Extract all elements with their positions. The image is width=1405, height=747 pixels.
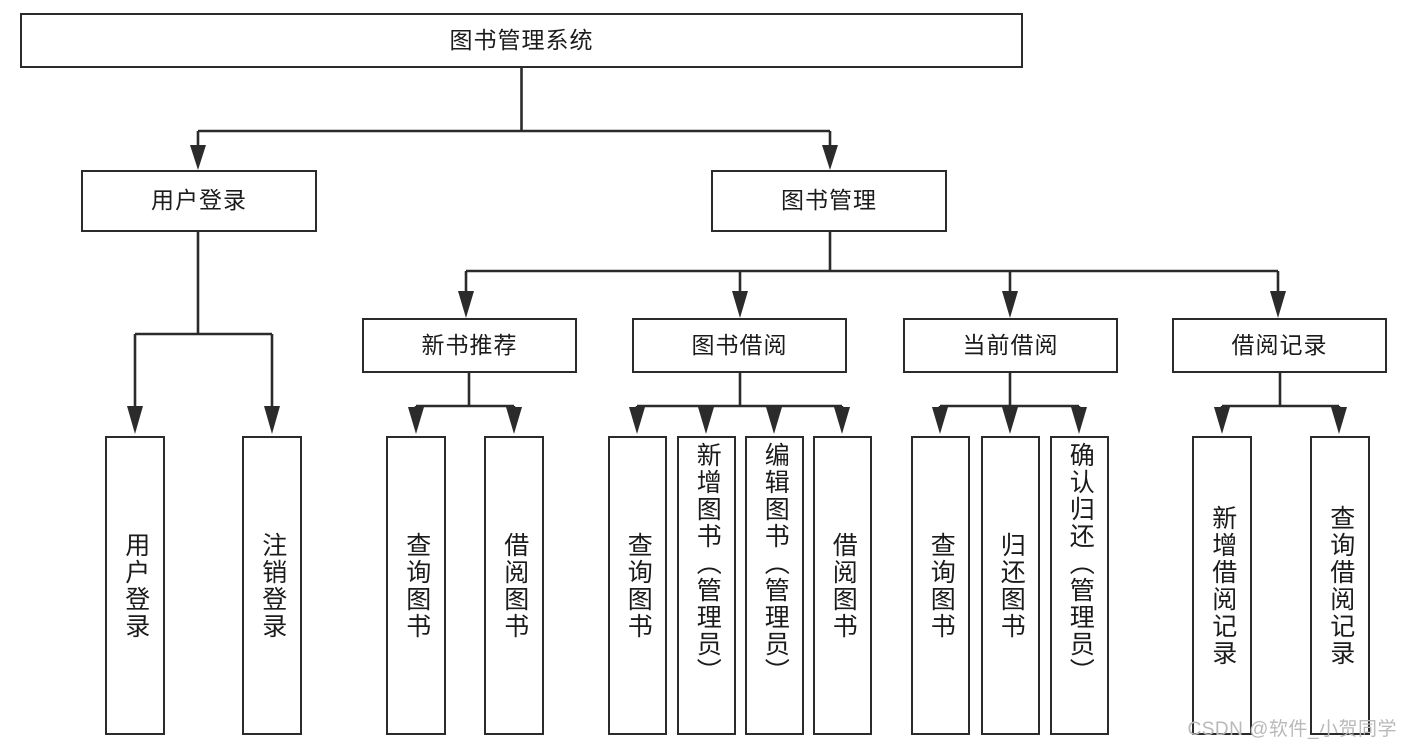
node-label: 用户登录 [151,187,247,214]
leaf-record-query-borrow-record[interactable]: 查询借阅记录 [1310,436,1370,735]
node-label: 编辑图书（管理员） [761,442,790,685]
leaf-inner: 确认归还（管理员） [1052,438,1107,737]
leaf-inner: 新增借阅记录 [1194,438,1250,733]
leaf-inner: 查询图书 [913,438,968,733]
node-book-management[interactable]: 图书管理 [711,170,947,232]
node-label: 归还图书 [997,531,1026,640]
leaf-borrow-borrow-book[interactable]: 借阅图书 [813,436,872,735]
leaf-record-add-borrow-record[interactable]: 新增借阅记录 [1192,436,1252,735]
node-label: 注销登录 [258,531,287,640]
node-label: 查询图书 [402,531,431,640]
node-label: 图书管理 [781,187,877,214]
node-user-login[interactable]: 用户登录 [81,170,317,232]
leaf-new-book-borrow-book[interactable]: 借阅图书 [484,436,544,735]
leaf-new-book-query-book[interactable]: 查询图书 [386,436,446,735]
leaf-user-login-logout[interactable]: 注销登录 [242,436,302,735]
leaf-inner: 编辑图书（管理员） [747,438,802,737]
node-label: 图书借阅 [691,331,788,358]
leaf-inner: 查询图书 [610,438,665,733]
node-label: 查询图书 [624,531,653,640]
node-label: 借阅记录 [1231,331,1328,358]
leaf-borrow-add-book-admin[interactable]: 新增图书（管理员） [677,436,736,735]
watermark-text: CSDN @软件_小贺同学 [1187,719,1397,740]
node-label: 用户登录 [121,531,150,640]
leaf-inner: 注销登录 [244,438,300,733]
leaf-inner: 用户登录 [107,438,163,733]
leaf-inner: 归还图书 [983,438,1038,733]
node-borrowing-record[interactable]: 借阅记录 [1172,318,1387,373]
node-book-borrowing[interactable]: 图书借阅 [632,318,847,373]
leaf-inner: 查询图书 [388,438,444,733]
node-label: 借阅图书 [500,531,529,640]
node-label: 借阅图书 [829,531,858,640]
leaf-current-query-book[interactable]: 查询图书 [911,436,970,735]
node-label: 新增借阅记录 [1208,504,1237,667]
node-label: 图书管理系统 [449,26,594,53]
leaf-borrow-edit-book-admin[interactable]: 编辑图书（管理员） [745,436,804,735]
node-current-borrowing[interactable]: 当前借阅 [903,318,1118,373]
leaf-borrow-query-book[interactable]: 查询图书 [608,436,667,735]
node-label: 新书推荐 [421,331,518,358]
node-new-book-recommendation[interactable]: 新书推荐 [362,318,577,373]
node-label: 当前借阅 [962,331,1059,358]
node-label: 查询借阅记录 [1326,504,1355,667]
node-label: 确认归还（管理员） [1066,442,1095,685]
node-label: 新增图书（管理员） [693,442,722,685]
leaf-inner: 查询借阅记录 [1312,438,1368,733]
leaf-current-confirm-return-admin[interactable]: 确认归还（管理员） [1050,436,1109,735]
node-label: 查询图书 [927,531,956,640]
node-root-book-management-system[interactable]: 图书管理系统 [20,13,1023,68]
leaf-inner: 借阅图书 [486,438,542,733]
leaf-user-login-login[interactable]: 用户登录 [105,436,165,735]
leaf-inner: 新增图书（管理员） [679,438,734,737]
leaf-inner: 借阅图书 [815,438,870,733]
leaf-current-return-book[interactable]: 归还图书 [981,436,1040,735]
